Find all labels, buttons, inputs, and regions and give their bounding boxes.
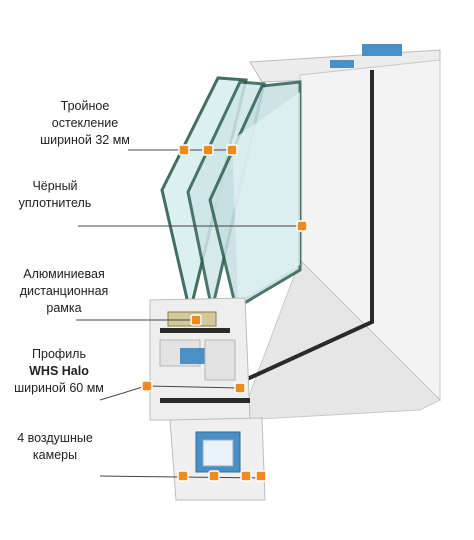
leader-profile: [99, 385, 147, 401]
marker-chamber-4: [255, 470, 267, 482]
glass-inner-face: [232, 92, 300, 302]
label-triple-glazing-line3: шириной 32 мм: [40, 133, 130, 147]
marker-profile-1: [141, 380, 153, 392]
top-reinforcement: [362, 44, 402, 56]
frame-seal-line: [244, 70, 374, 382]
label-black-seal-line2: уплотнитель: [18, 196, 92, 210]
leader-profile-2: [147, 385, 241, 389]
label-spacer-frame-line2: дистанционная: [19, 284, 109, 298]
label-profile-line3: шириной 60 мм: [14, 381, 104, 395]
marker-glazing-2: [202, 144, 214, 156]
label-triple-glazing: Тройное остекление шириной 32 мм: [30, 98, 140, 149]
top-reinforcement-2: [330, 60, 354, 68]
label-profile-brand: WHS Halo: [29, 364, 89, 378]
profile-reinforcement: [180, 348, 210, 364]
label-triple-glazing-line2: остекление: [51, 116, 119, 130]
profile-seal-lower: [160, 398, 250, 403]
marker-glazing-3: [226, 144, 238, 156]
marker-glazing-1: [178, 144, 190, 156]
profile-chamber-2: [204, 339, 236, 381]
marker-spacer: [190, 314, 202, 326]
marker-chamber-2: [208, 470, 220, 482]
marker-chamber-3: [240, 470, 252, 482]
marker-profile-2: [234, 382, 246, 394]
label-air-chambers: 4 воздушные камеры: [0, 430, 110, 464]
label-triple-glazing-line1: Тройное: [60, 99, 110, 113]
label-black-seal: Чёрный уплотнитель: [0, 178, 110, 212]
label-black-seal-line1: Чёрный: [32, 179, 78, 193]
label-profile-line1: Профиль: [32, 347, 86, 361]
frame-lower-bevel: [239, 259, 441, 421]
label-air-chambers-line2: камеры: [32, 448, 78, 462]
marker-seal: [296, 220, 308, 232]
label-spacer-frame-line1: Алюминиевая: [23, 267, 105, 281]
label-spacer-frame: Алюминиевая дистанционная рамка: [0, 266, 128, 317]
label-profile: Профиль WHS Halo шириной 60 мм: [4, 346, 114, 397]
seal-bar: [160, 328, 230, 333]
marker-group: [141, 144, 308, 482]
marker-chamber-1: [177, 470, 189, 482]
label-air-chambers-line1: 4 воздушные: [17, 431, 93, 445]
label-spacer-frame-line3: рамка: [46, 301, 82, 315]
frame-bottom-chamber: [202, 439, 234, 467]
label-profile-line2: WHS Halo: [4, 363, 114, 380]
